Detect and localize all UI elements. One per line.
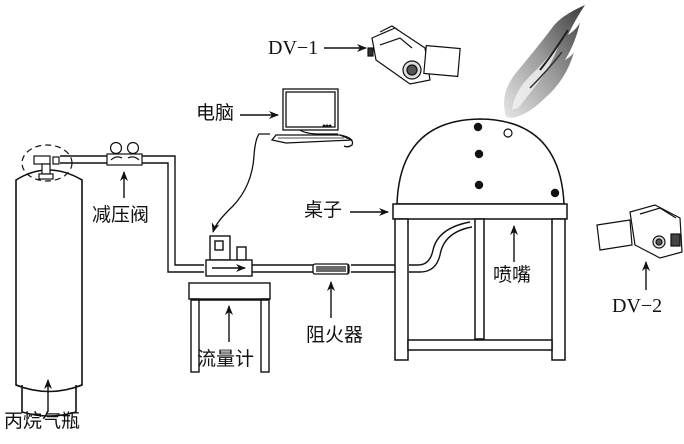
flowmeter-stand: [188, 282, 271, 373]
label-flowmeter: 流量计: [197, 348, 255, 370]
label-table: 桌子: [304, 199, 343, 221]
label-regulator: 减压阀: [92, 204, 150, 226]
label-dv1: DV−1: [268, 37, 319, 59]
dome-hood: [396, 118, 565, 205]
data-cable: [211, 133, 270, 233]
nozzle-points: [473, 122, 560, 198]
camera-dv1: [367, 25, 461, 85]
label-flashback-arrestor: 阻火器: [306, 324, 364, 346]
flowmeter: [205, 235, 253, 277]
computer: [270, 88, 354, 148]
label-nozzle: 喷嘴: [493, 264, 532, 286]
label-dv2: DV−2: [612, 295, 663, 317]
flame: [504, 5, 585, 118]
label-propane-cylinder: 丙烷气瓶: [4, 410, 81, 432]
gas-pipe: [60, 155, 473, 273]
label-computer: 电脑: [196, 102, 235, 124]
flashback-arrestor: [312, 263, 350, 275]
camera-dv2: [596, 204, 683, 259]
pressure-regulator: [106, 141, 143, 166]
propane-cylinder: [15, 169, 83, 417]
table: [392, 203, 568, 361]
